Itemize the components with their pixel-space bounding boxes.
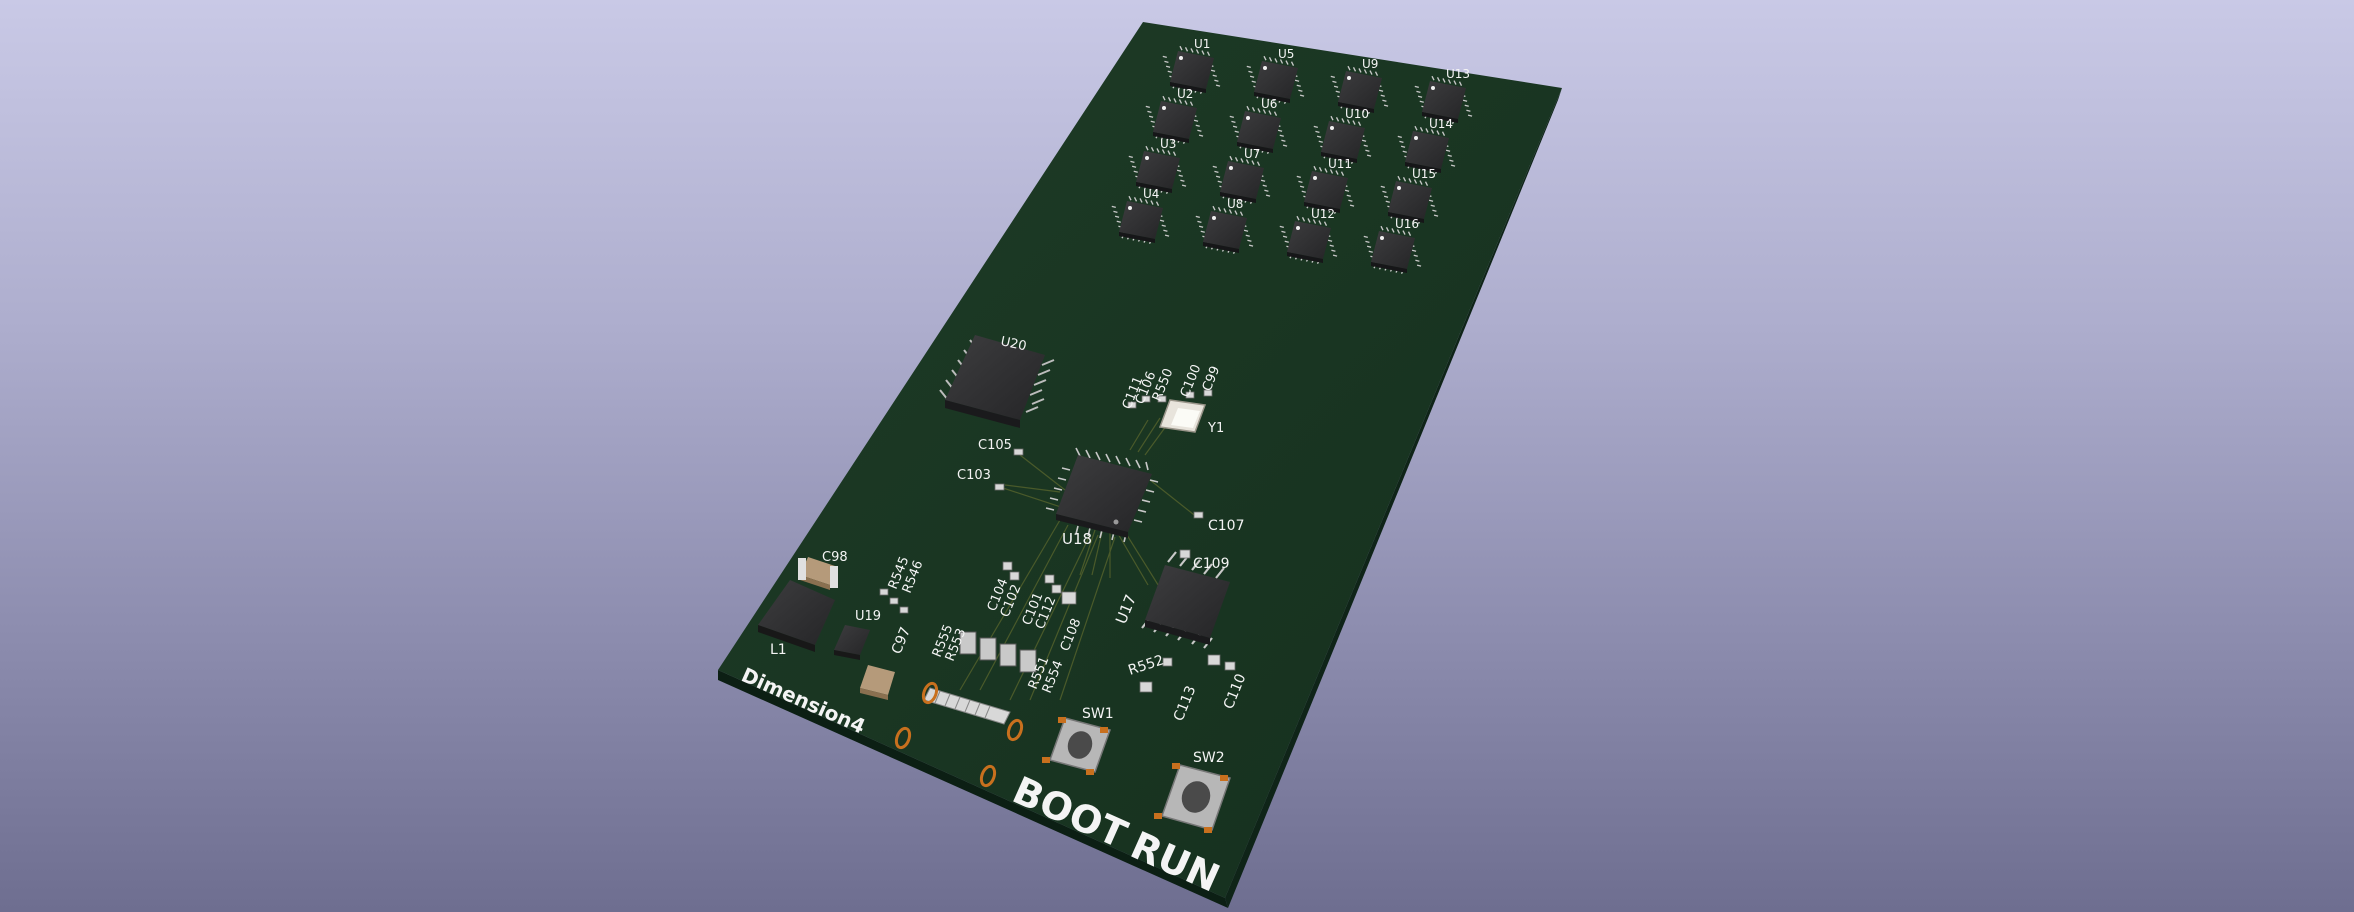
sw1-boot-switch[interactable] xyxy=(1042,717,1111,775)
chip-label-u13: U13 xyxy=(1446,67,1470,81)
chip-label-u10: U10 xyxy=(1345,107,1369,121)
ic-grid xyxy=(1111,45,1473,274)
chip-label-u9: U9 xyxy=(1362,57,1378,71)
chip-u2[interactable] xyxy=(1145,95,1204,144)
chip-label-u15: U15 xyxy=(1412,167,1436,181)
chip-u6[interactable] xyxy=(1229,105,1288,154)
chip-u7[interactable] xyxy=(1212,155,1271,204)
y1-crystal[interactable] xyxy=(1158,399,1207,433)
sw2-run-switch[interactable] xyxy=(1154,763,1231,833)
chip-label-u8: U8 xyxy=(1227,197,1243,211)
chip-label-u16: U16 xyxy=(1395,217,1419,231)
chip-u4[interactable] xyxy=(1111,195,1170,244)
u17-chip[interactable] xyxy=(1141,551,1230,649)
u18-label: U18 xyxy=(1062,530,1092,548)
chip-u5[interactable] xyxy=(1246,55,1305,104)
chip-label-u12: U12 xyxy=(1311,207,1335,221)
chip-u8[interactable] xyxy=(1195,205,1254,254)
c107-label: C107 xyxy=(1208,518,1245,534)
chip-u16[interactable] xyxy=(1363,225,1422,274)
chip-label-u2: U2 xyxy=(1177,87,1193,101)
u19-chip[interactable] xyxy=(834,625,870,660)
pcb-board[interactable] xyxy=(718,22,1562,898)
small-passives xyxy=(879,389,1236,693)
usb-connector[interactable] xyxy=(894,681,1024,788)
chip-label-u14: U14 xyxy=(1429,117,1453,131)
chip-label-u11: U11 xyxy=(1328,157,1352,171)
sw2-label: SW2 xyxy=(1193,750,1225,766)
usb-resistor-bank[interactable] xyxy=(959,631,1037,673)
chip-u11[interactable] xyxy=(1296,165,1355,214)
chip-u12[interactable] xyxy=(1279,215,1338,264)
c103-label: C103 xyxy=(957,468,991,483)
l1-inductor[interactable] xyxy=(758,580,835,652)
c98-label: C98 xyxy=(822,550,848,565)
y1-label: Y1 xyxy=(1207,421,1224,436)
chip-label-u4: U4 xyxy=(1143,187,1159,201)
sw1-label: SW1 xyxy=(1082,706,1114,722)
l1-label: L1 xyxy=(770,642,787,658)
chip-u10[interactable] xyxy=(1313,115,1372,164)
u20-label: U20 xyxy=(999,334,1028,354)
u20-chip[interactable] xyxy=(939,335,1055,428)
u19-label: U19 xyxy=(855,609,881,624)
c109-label: C109 xyxy=(1193,556,1230,572)
c98-capacitor[interactable] xyxy=(798,557,838,590)
chip-label-u1: U1 xyxy=(1194,37,1210,51)
c105-label: C105 xyxy=(978,438,1012,453)
board-edge xyxy=(1225,88,1562,908)
chip-u14[interactable] xyxy=(1397,125,1456,174)
chip-label-u5: U5 xyxy=(1278,47,1294,61)
chip-label-u6: U6 xyxy=(1261,97,1277,111)
chip-u15[interactable] xyxy=(1380,175,1439,224)
copper-traces xyxy=(959,417,1199,701)
chip-u9[interactable] xyxy=(1330,65,1389,114)
board-edge-bottom xyxy=(718,670,1228,908)
c97-capacitor[interactable] xyxy=(860,665,895,700)
chip-label-u7: U7 xyxy=(1244,147,1260,161)
chip-u1[interactable] xyxy=(1162,45,1221,94)
chip-u3[interactable] xyxy=(1128,145,1187,194)
u18-chip[interactable] xyxy=(1045,447,1159,543)
chip-u13[interactable] xyxy=(1414,75,1473,124)
chip-label-u3: U3 xyxy=(1160,137,1176,151)
